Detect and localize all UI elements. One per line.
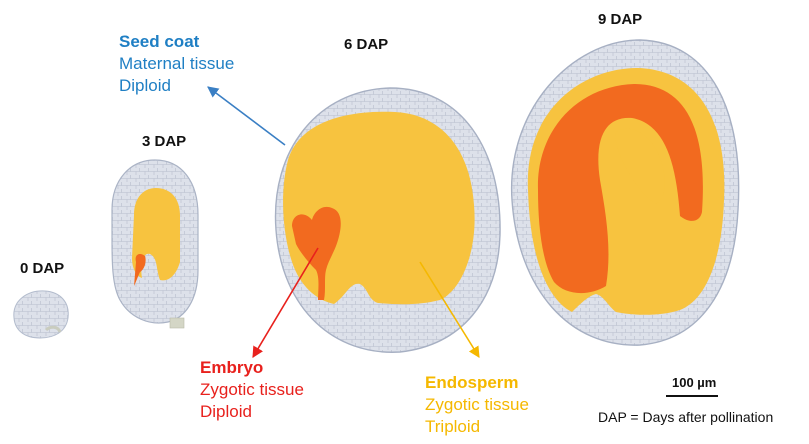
seed-0dap: [14, 291, 68, 338]
stage-label-3dap: 3 DAP: [142, 133, 186, 150]
embryo-annotation: Embryo Zygotic tissue Diploid: [200, 357, 304, 423]
stage-label-0dap: 0 DAP: [20, 260, 64, 277]
stage-label-9dap: 9 DAP: [598, 11, 642, 28]
embryo-title: Embryo: [200, 357, 304, 379]
stage-label-6dap: 6 DAP: [344, 36, 388, 53]
seed-coat-tissue: Maternal tissue: [119, 53, 234, 75]
footnote: DAP = Days after pollination: [598, 409, 773, 425]
seed-coat-annotation: Seed coat Maternal tissue Diploid: [119, 31, 234, 97]
endosperm-ploidy: Triploid: [425, 416, 529, 438]
seed-coat-title: Seed coat: [119, 31, 234, 53]
embryo-tissue: Zygotic tissue: [200, 379, 304, 401]
seed-3dap: [112, 160, 198, 328]
scale-bar-label: 100 µm: [672, 375, 716, 390]
endosperm-tissue: Zygotic tissue: [425, 394, 529, 416]
embryo-ploidy: Diploid: [200, 401, 304, 423]
seed-coat-ploidy: Diploid: [119, 75, 234, 97]
seed-6dap: [275, 88, 500, 352]
endosperm-annotation: Endosperm Zygotic tissue Triploid: [425, 372, 529, 438]
seed-9dap: [512, 40, 739, 345]
endosperm-title: Endosperm: [425, 372, 529, 394]
